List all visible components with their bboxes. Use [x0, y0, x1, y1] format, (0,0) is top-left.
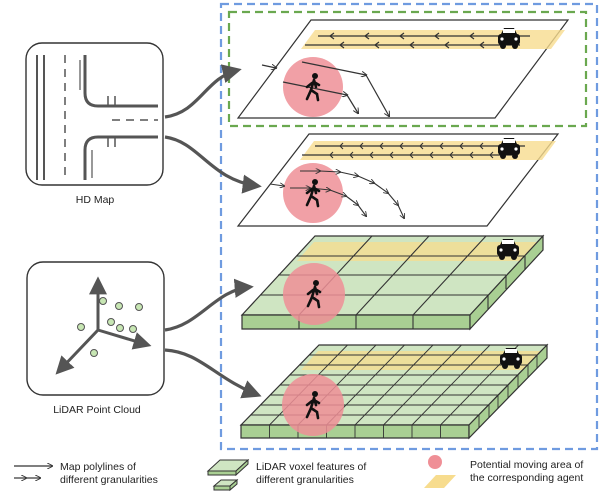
lidar-label: LiDAR Point Cloud: [53, 404, 141, 416]
legend-polyline-icon: [14, 466, 52, 478]
legend-polylines-line1: Map polylines of: [60, 461, 136, 473]
legend: Map polylines of different granularities…: [14, 455, 583, 492]
legend-voxel-line1: LiDAR voxel features of: [256, 461, 366, 473]
legend-area-line1: Potential moving area of: [470, 459, 583, 471]
multi-granularity-box: [219, 2, 599, 451]
coarse-voxel-grid: [240, 234, 545, 331]
fine-voxel-grid: [239, 343, 549, 440]
legend-area-icon: [428, 455, 442, 469]
hd-map-label: HD Map: [76, 194, 115, 206]
fine-polyline-plane: [236, 133, 560, 227]
lidar-input: [26, 261, 165, 396]
legend-area-line2: the corresponding agent: [470, 472, 583, 484]
legend-voxel-icon: [206, 458, 250, 492]
legend-polylines-line2: different granularities: [60, 474, 158, 486]
coarse-polyline-plane: [236, 19, 570, 119]
hd-map-input: [25, 42, 164, 186]
legend-voxel-line2: different granularities: [256, 474, 354, 486]
legend-lane-icon: [424, 475, 456, 488]
input-arrows: [164, 64, 262, 399]
